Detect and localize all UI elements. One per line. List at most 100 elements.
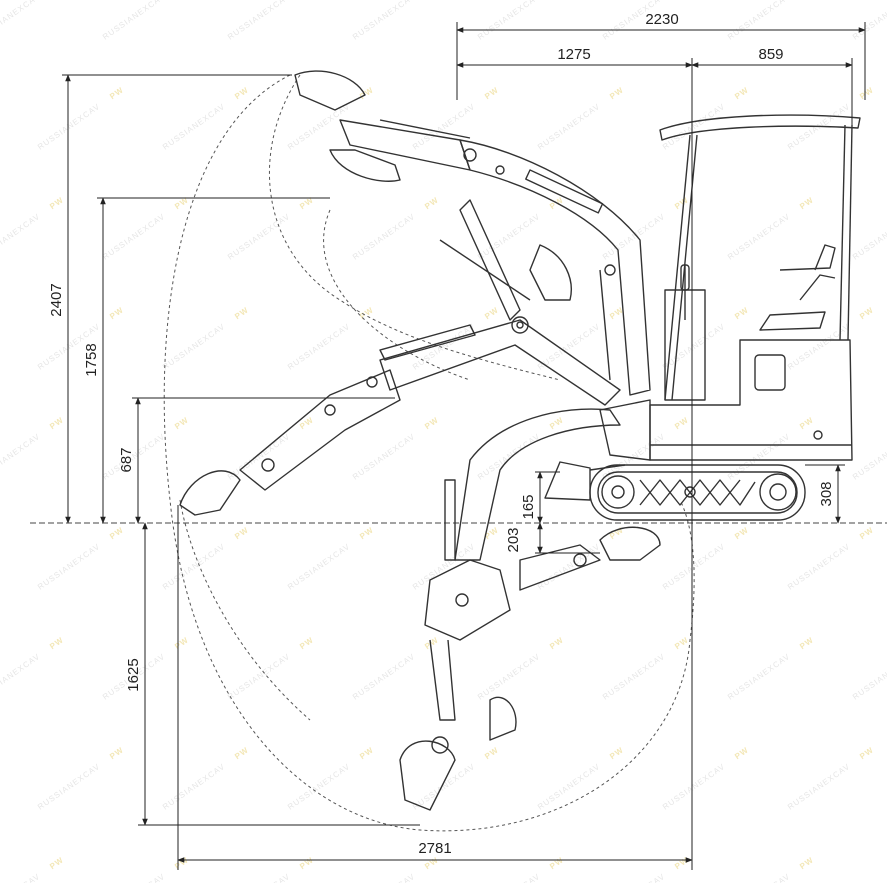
watermark-text: RUSSIANEXCAV (476, 872, 542, 883)
watermark-text: RUSSIANEXCAV (536, 322, 602, 372)
watermark-text: RUSSIANEXCAV (226, 432, 292, 482)
watermark-logo: PW (108, 305, 125, 321)
watermark-logo: PW (233, 85, 250, 101)
dim-max-dig-height: 2407 (48, 283, 65, 316)
watermark-text: RUSSIANEXCAV (161, 322, 227, 372)
watermark-logo: PW (548, 855, 565, 871)
watermark-logo: PW (233, 745, 250, 761)
dim-rear-length: 859 (758, 46, 783, 63)
watermark-text: RUSSIANEXCAV (726, 212, 792, 262)
watermark-text: RUSSIANEXCAV (101, 872, 167, 883)
watermark-logo: PW (423, 855, 440, 871)
watermark-text: RUSSIANEXCAV (161, 102, 227, 152)
watermark-logo: PW (48, 195, 65, 211)
watermark-text: RUSSIANEXCAV (161, 762, 227, 812)
watermark-logo: PW (858, 305, 875, 321)
watermark-text: RUSSIANEXCAV (851, 0, 887, 42)
watermark-logo: PW (233, 525, 250, 541)
dim-blade-dig-depth: 203 (505, 527, 522, 552)
watermark-text: RUSSIANEXCAV (411, 762, 477, 812)
boom-raised (339, 119, 651, 396)
boom-mid (379, 239, 621, 406)
dim-front-length: 1275 (557, 46, 590, 63)
watermark-logo: PW (173, 415, 190, 431)
watermark-logo: PW (298, 855, 315, 871)
watermark-logo: PW (423, 415, 440, 431)
watermark-text: RUSSIANEXCAV (476, 0, 542, 42)
dim-max-dig-depth: 1625 (125, 658, 142, 691)
watermark-logo: PW (108, 525, 125, 541)
watermark-logo: PW (548, 415, 565, 431)
watermark-text: RUSSIANEXCAV (601, 652, 667, 702)
watermark-logo: PW (173, 855, 190, 871)
watermark-text: RUSSIANEXCAV (0, 432, 42, 482)
watermark-text: RUSSIANEXCAV (536, 762, 602, 812)
watermark-text: RUSSIANEXCAV (411, 542, 477, 592)
watermark-text: RUSSIANEXCAV (101, 0, 167, 42)
crawler-track (589, 464, 806, 521)
watermark-text: RUSSIANEXCAV (101, 212, 167, 262)
swing-bracket (599, 399, 651, 461)
watermark-logo: PW (548, 635, 565, 651)
watermark-logo: PW (673, 635, 690, 651)
watermark-logo: PW (483, 85, 500, 101)
watermark-tile: RUSSIANEXCAV PW (36, 525, 125, 591)
dim-blade-lift: 308 (818, 481, 835, 506)
watermark-text: RUSSIANEXCAV (726, 872, 792, 883)
watermark-logo: PW (798, 855, 815, 871)
upper-structure (649, 264, 853, 461)
watermark-logo: PW (108, 745, 125, 761)
watermark-text: RUSSIANEXCAV (851, 652, 887, 702)
watermark-text: RUSSIANEXCAV (36, 542, 102, 592)
watermark-text: RUSSIANEXCAV (286, 542, 352, 592)
watermark-text: RUSSIANEXCAV (786, 542, 852, 592)
watermark-text: RUSSIANEXCAV (286, 762, 352, 812)
watermark-text: RUSSIANEXCAV (601, 212, 667, 262)
watermark-tile: RUSSIANEXCAV PW (601, 635, 690, 701)
watermark-text: RUSSIANEXCAV (536, 102, 602, 152)
watermark-logo: PW (358, 305, 375, 321)
dim-max-reach: 2781 (418, 840, 451, 857)
buckets (179, 70, 661, 811)
watermark-logo: PW (608, 745, 625, 761)
watermark-text: RUSSIANEXCAV (351, 652, 417, 702)
watermark-tile: RUSSIANEXCAV PW (161, 85, 250, 151)
watermark-logo: PW (733, 525, 750, 541)
watermark-text: RUSSIANEXCAV (726, 652, 792, 702)
watermark-text: RUSSIANEXCAV (226, 212, 292, 262)
watermark-text: RUSSIANEXCAV (0, 652, 42, 702)
watermark-logo: PW (173, 635, 190, 651)
watermark-tile: RUSSIANEXCAV PW (476, 855, 565, 883)
watermark-tile: RUSSIANEXCAV PW (726, 855, 815, 883)
watermark-text: RUSSIANEXCAV (851, 212, 887, 262)
watermark-text: RUSSIANEXCAV (0, 0, 42, 42)
